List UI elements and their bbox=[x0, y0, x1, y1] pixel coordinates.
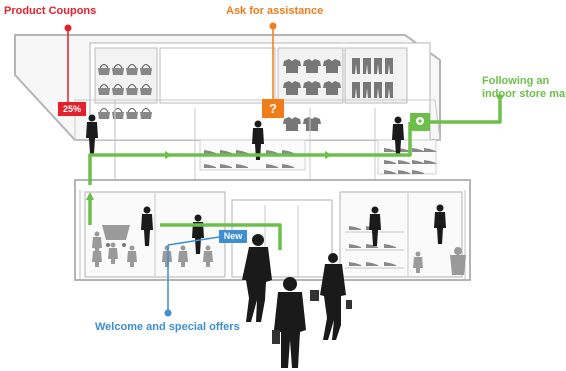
indoor-map-path bbox=[88, 100, 502, 250]
assistance-callout bbox=[262, 22, 284, 118]
new-badge bbox=[219, 230, 247, 243]
mannequins-left-window bbox=[92, 225, 213, 267]
welcome-offers-label: Welcome and special offers bbox=[95, 321, 240, 333]
foreground-shoppers bbox=[242, 234, 352, 368]
coupon-callout bbox=[58, 24, 86, 116]
upper-floor bbox=[14, 34, 441, 180]
coupon-badge-text: 25% bbox=[62, 104, 81, 114]
product-coupons-label: Product Coupons bbox=[4, 5, 97, 17]
ask-for-assistance-label: Ask for assistance bbox=[226, 5, 324, 17]
map-callout-dot bbox=[497, 94, 503, 100]
map-pin-icon bbox=[410, 113, 430, 131]
map-path-arrows bbox=[86, 151, 332, 200]
new-badge-text: New bbox=[223, 231, 243, 241]
welcome-callout bbox=[164, 230, 247, 317]
assistance-badge-text: ? bbox=[269, 101, 277, 116]
assistance-badge bbox=[262, 99, 284, 118]
lower-floor bbox=[74, 179, 471, 281]
indoor-store-map-label-line2: indoor store map bbox=[482, 88, 566, 100]
mannequins-right-window bbox=[413, 247, 466, 275]
coupon-badge bbox=[58, 102, 86, 116]
indoor-store-map-label: Following an indoor store map bbox=[482, 75, 566, 101]
indoor-store-map-label-line1: Following an bbox=[482, 75, 550, 87]
